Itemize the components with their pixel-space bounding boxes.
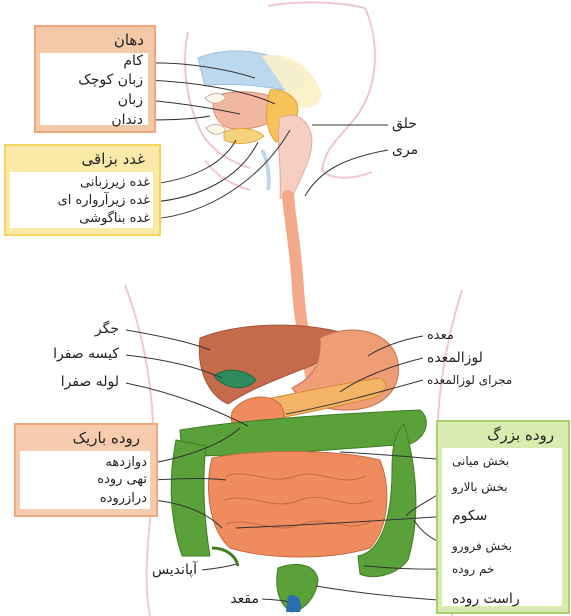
label-esophagus: مری (392, 143, 418, 157)
salivary-group-title: غدد بزاقی (82, 152, 145, 167)
label-submandibular-gland: غده زیرآرواره ای (58, 194, 150, 207)
label-tooth: دندان (111, 113, 143, 127)
label-stomach: معده (427, 329, 454, 342)
large-intestine-group-inner (442, 448, 562, 606)
label-pancreas: لوزالمعده (427, 351, 483, 365)
label-anus: مقعد (230, 592, 259, 606)
label-gallbladder: کیسه صفرا (53, 347, 119, 361)
appendix-shape (212, 548, 238, 566)
label-rectum: راست روده (452, 592, 520, 606)
label-ascending-colon: بخش بالارو (452, 481, 508, 493)
label-pancreatic-duct: مجرای لوزالمعده (427, 374, 512, 386)
label-ileum: درازروده (100, 492, 147, 505)
label-pharynx: حلق (392, 117, 417, 131)
mouth-region (198, 51, 322, 198)
label-tongue: زبان (118, 93, 143, 107)
transverse-colon (180, 410, 426, 456)
small-intestine-shape (209, 452, 387, 558)
label-jejunum: تهی روده (97, 473, 147, 486)
label-palate: کام (123, 54, 143, 68)
label-transverse-colon: بخش میانی (452, 455, 509, 467)
label-uvula: زبان کوچک (78, 73, 143, 87)
label-appendix: آپاندیس (152, 563, 197, 577)
label-bile-duct: لوله صفرا (61, 375, 119, 389)
mouth-group-title: دهان (114, 33, 144, 48)
label-liver: جگر (95, 322, 119, 336)
large-intestine-group-title: روده بزرگ (487, 428, 554, 443)
label-cecum: سکوم (452, 509, 487, 523)
label-duodenum: دوازدهه (105, 456, 147, 469)
small-intestine-group-title: روده باریک (73, 431, 140, 446)
label-parotid-gland: غده بناگوشی (79, 212, 150, 225)
label-sublingual-gland: غده زیرزبانی (80, 176, 150, 189)
label-sigmoid-colon: خم روده (452, 563, 494, 575)
label-descending-colon: بخش فرورو (452, 540, 512, 552)
